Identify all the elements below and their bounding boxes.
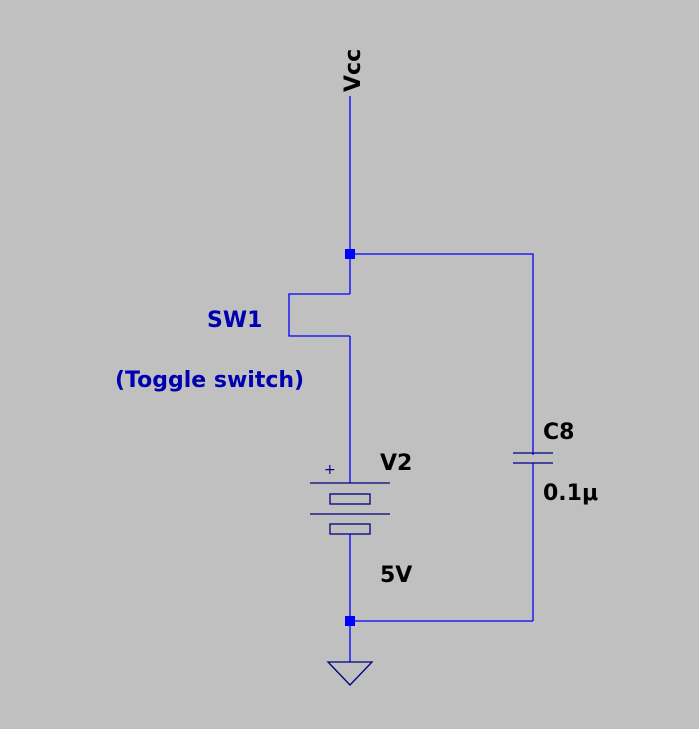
battery-plus-icon: +	[324, 462, 336, 478]
source-value-label[interactable]: 5V	[380, 563, 412, 588]
switch-ref-label[interactable]: SW1	[207, 308, 262, 333]
net-label-vcc[interactable]: Vcc	[341, 49, 366, 92]
junction-dot-bottom	[345, 616, 355, 626]
wire-node-to-c8[interactable]	[350, 253, 534, 455]
source-ref-label[interactable]: V2	[380, 451, 412, 476]
capacitor-ref-label[interactable]: C8	[543, 420, 574, 445]
ground-icon[interactable]	[326, 661, 374, 686]
switch-sw1-symbol[interactable]	[288, 293, 350, 337]
junction-dot-top	[345, 249, 355, 259]
capacitor-value-label[interactable]: 0.1μ	[543, 481, 598, 506]
battery-v2-symbol[interactable]	[310, 482, 390, 535]
switch-description-label[interactable]: (Toggle switch)	[115, 368, 304, 393]
